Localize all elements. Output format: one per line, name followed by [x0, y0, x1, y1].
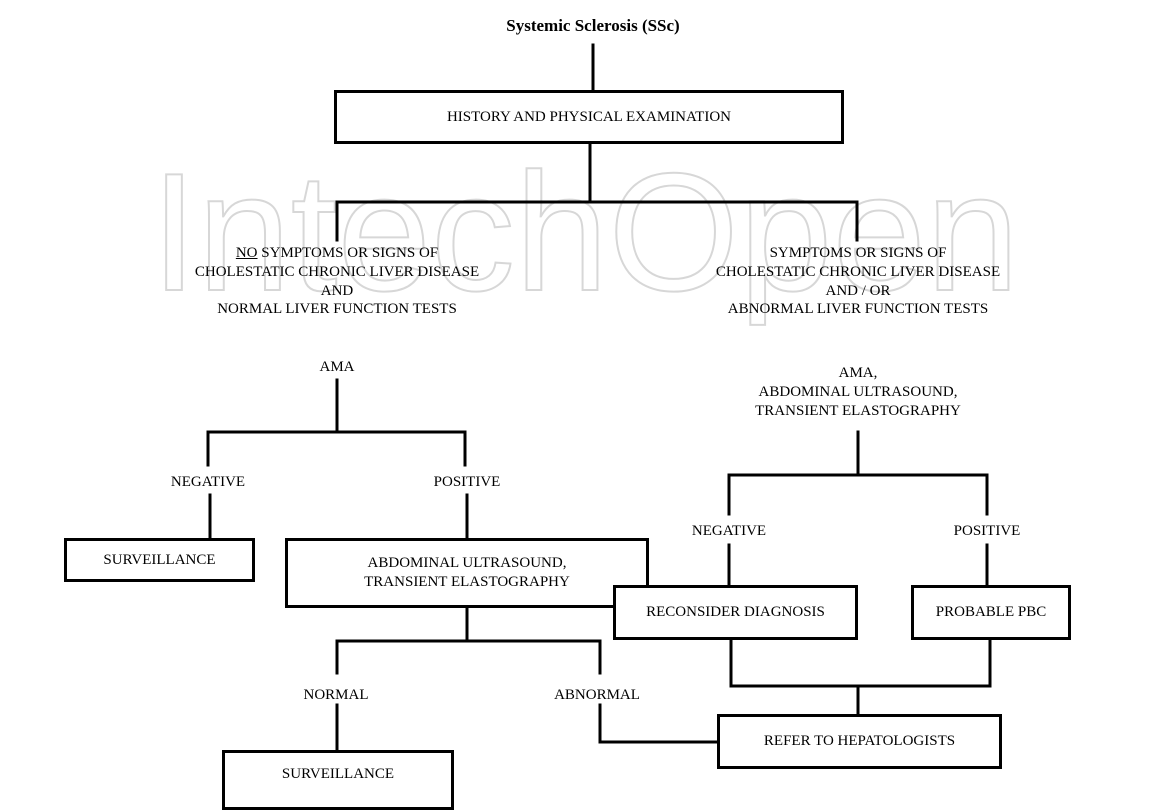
history-exam-label: HISTORY AND PHYSICAL EXAMINATION — [446, 108, 732, 125]
right-branch-line-1: SYMPTOMS OR SIGNS OF — [769, 245, 947, 261]
right-tests-line-2: ABDOMINAL ULTRASOUND, — [758, 383, 958, 400]
normal-label: NORMAL — [303, 687, 369, 703]
left-branch-line-1: NO SYMPTOMS OR SIGNS OF — [195, 244, 479, 263]
right-branch-line-3: AND / OR — [825, 282, 891, 299]
surveillance-label-1: SURVEILLANCE — [103, 551, 216, 568]
right-branch-line-2: CHOLESTATIC CHRONIC LIVER DISEASE — [715, 263, 1001, 280]
diagram-title: Systemic Sclerosis (SSc) — [506, 16, 680, 35]
watermark-text: IntechOpen — [151, 138, 1020, 326]
right-negative-label: NEGATIVE — [691, 523, 767, 539]
surveillance-box-2: SURVEILLANCE — [222, 750, 454, 810]
right-branch-text: SYMPTOMS OR SIGNS OF CHOLESTATIC CHRONIC… — [716, 244, 1000, 319]
surveillance-box-1: SURVEILLANCE — [64, 538, 255, 582]
reconsider-diagnosis-box: RECONSIDER DIAGNOSIS — [613, 585, 858, 640]
left-branch-line-3: AND — [320, 282, 354, 299]
left-branch-line-2: CHOLESTATIC CHRONIC LIVER DISEASE — [194, 263, 480, 280]
right-branch-line-4: ABNORMAL LIVER FUNCTION TESTS — [727, 301, 989, 318]
ultrasound-line-2: TRANSIENT ELASTOGRAPHY — [364, 574, 570, 590]
left-branch-no: NO — [235, 245, 258, 261]
left-branch-line-1-rest: SYMPTOMS OR SIGNS OF — [257, 245, 439, 261]
surveillance-label-2: SURVEILLANCE — [281, 766, 395, 782]
flowchart: IntechOpen — [64, 16, 1071, 810]
history-exam-box: HISTORY AND PHYSICAL EXAMINATION — [334, 90, 844, 144]
right-tests-text: AMA, ABDOMINAL ULTRASOUND, TRANSIENT ELA… — [755, 364, 961, 420]
left-positive-label: POSITIVE — [433, 474, 501, 490]
left-ama-label: AMA — [319, 359, 355, 375]
ultrasound-elastography-box: ABDOMINAL ULTRASOUND, TRANSIENT ELASTOGR… — [285, 538, 649, 608]
connector-lines: IntechOpen — [150, 43, 1021, 752]
refer-hepatologists-label: REFER TO HEPATOLOGISTS — [763, 733, 956, 750]
right-tests-line-3: TRANSIENT ELASTOGRAPHY — [755, 402, 961, 419]
reconsider-diagnosis-label: RECONSIDER DIAGNOSIS — [646, 604, 825, 621]
left-branch-text: NO SYMPTOMS OR SIGNS OF CHOLESTATIC CHRO… — [195, 244, 479, 319]
watermark-group: IntechOpen — [150, 137, 1021, 327]
ultrasound-line-1: ABDOMINAL ULTRASOUND, — [367, 555, 567, 572]
abnormal-label: ABNORMAL — [554, 687, 640, 703]
left-negative-label: NEGATIVE — [170, 474, 246, 490]
probable-pbc-label: PROBABLE PBC — [935, 604, 1047, 621]
refer-hepatologists-box: REFER TO HEPATOLOGISTS — [717, 714, 1002, 769]
right-positive-label: POSITIVE — [953, 523, 1021, 539]
right-tests-line-1: AMA, — [838, 365, 878, 381]
probable-pbc-box: PROBABLE PBC — [911, 585, 1071, 640]
line-abnormal-to-refer — [598, 703, 719, 744]
left-branch-line-4: NORMAL LIVER FUNCTION TESTS — [217, 301, 457, 318]
